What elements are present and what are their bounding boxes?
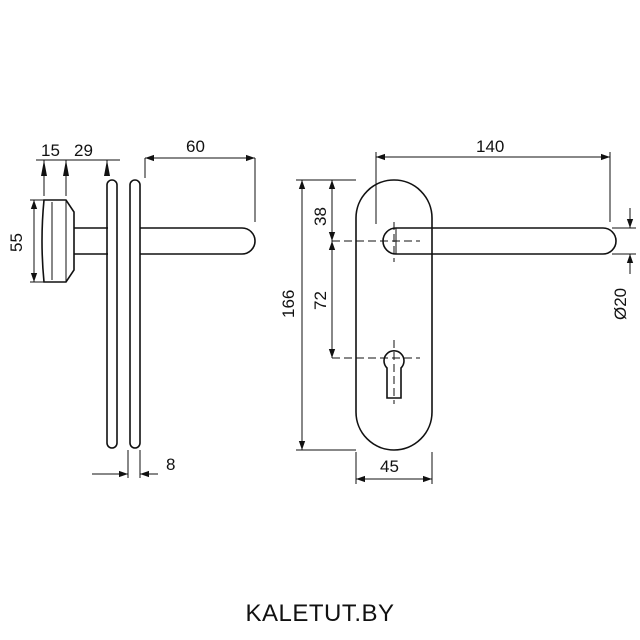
front-view: 140 38 72 166 Ø20 45: [279, 137, 636, 484]
dim-lever-projection: 60: [186, 137, 205, 156]
door-plate-right: [129, 179, 141, 449]
dim-knob-height: 55: [7, 233, 26, 252]
backplate: [355, 179, 433, 451]
knob-shape: [41, 199, 75, 283]
door-plate-left: [106, 179, 118, 449]
side-view: 15 29 60 55 8: [7, 137, 256, 478]
cylinder-cutout: [383, 350, 405, 399]
lever-front: [382, 227, 617, 255]
site-watermark: KALETUT.BY: [245, 600, 395, 627]
dim-knob-depth: 15: [41, 141, 60, 160]
dim-lever-diameter: Ø20: [611, 288, 630, 320]
dim-rose-offset: 29: [74, 141, 93, 160]
dim-lever-length: 140: [476, 137, 504, 156]
dim-top-to-spindle: 38: [311, 207, 330, 226]
dim-spindle-to-cylinder: 72: [311, 291, 330, 310]
lever-arm-side: [140, 227, 256, 255]
dim-plate-height: 166: [279, 290, 298, 318]
dim-plate-width: 45: [380, 457, 399, 476]
dim-plate-thickness: 8: [166, 455, 175, 474]
